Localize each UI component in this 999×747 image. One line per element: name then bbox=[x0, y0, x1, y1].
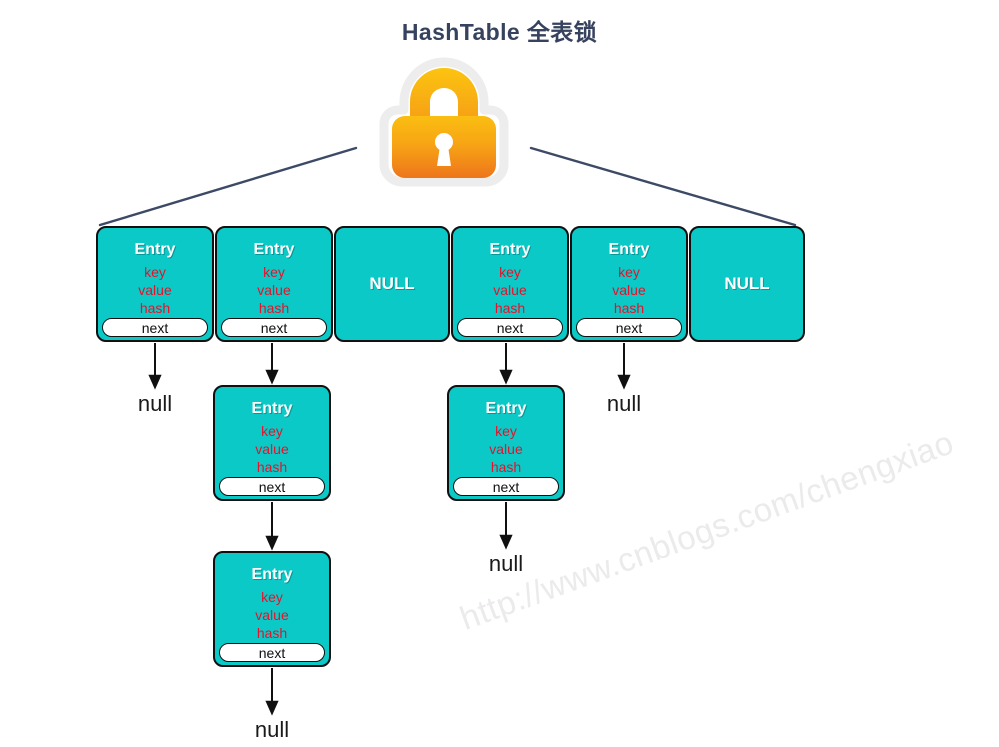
entry-title: Entry bbox=[251, 400, 293, 417]
next-pointer[interactable]: next bbox=[219, 477, 325, 496]
entry-field-hash: hash bbox=[490, 459, 522, 475]
lock-link-right bbox=[529, 146, 797, 227]
null-cell-label: NULL bbox=[724, 274, 770, 293]
entry-field-hash: hash bbox=[613, 300, 645, 316]
next-pointer[interactable]: next bbox=[219, 643, 325, 662]
bucket-cell-5[interactable]: NULL bbox=[689, 226, 805, 342]
entry-title: Entry bbox=[485, 400, 527, 417]
entry-title: Entry bbox=[489, 241, 531, 258]
bucket-cell-0[interactable]: Entry key value hash next bbox=[96, 226, 214, 342]
bucket-cell-3[interactable]: Entry key value hash next bbox=[451, 226, 569, 342]
entry-fields: key value hash bbox=[138, 263, 171, 317]
entry-fields: key value hash bbox=[257, 263, 290, 317]
entry-field-value: value bbox=[489, 441, 523, 457]
bucket-cell-4[interactable]: Entry key value hash next bbox=[570, 226, 688, 342]
bucket-array: Entry key value hash next Entry key valu… bbox=[96, 226, 805, 342]
null-terminator-b0: null bbox=[137, 391, 173, 416]
null-terminator-b1: null bbox=[254, 717, 290, 742]
next-pointer[interactable]: next bbox=[221, 318, 327, 337]
null-terminator-b4: null bbox=[606, 391, 642, 416]
entry-title: Entry bbox=[608, 241, 650, 258]
entry-field-value: value bbox=[493, 282, 527, 298]
entry-field-value: value bbox=[255, 607, 289, 623]
entry-fields: key value hash bbox=[255, 588, 288, 642]
entry-field-hash: hash bbox=[494, 300, 526, 316]
entry-field-hash: hash bbox=[256, 459, 288, 475]
lock-link-left bbox=[98, 146, 358, 227]
null-cell-label: NULL bbox=[369, 274, 415, 293]
entry-title: Entry bbox=[134, 241, 176, 258]
entry-field-value: value bbox=[255, 441, 289, 457]
entry-field-key: key bbox=[261, 423, 283, 439]
chain-node-b3-n1[interactable]: Entry key value hash next bbox=[447, 385, 565, 501]
next-pointer[interactable]: next bbox=[102, 318, 208, 337]
entry-field-value: value bbox=[257, 282, 291, 298]
next-pointer[interactable]: next bbox=[453, 477, 559, 496]
bucket-cell-1[interactable]: Entry key value hash next bbox=[215, 226, 333, 342]
entry-fields: key value hash bbox=[489, 422, 522, 476]
entry-fields: key value hash bbox=[612, 263, 645, 317]
entry-field-value: value bbox=[612, 282, 646, 298]
entry-title: Entry bbox=[253, 241, 295, 258]
next-pointer[interactable]: next bbox=[457, 318, 563, 337]
bucket-cell-2[interactable]: NULL bbox=[334, 226, 450, 342]
entry-field-key: key bbox=[618, 264, 640, 280]
entry-field-key: key bbox=[263, 264, 285, 280]
entry-fields: key value hash bbox=[255, 422, 288, 476]
next-pointer[interactable]: next bbox=[576, 318, 682, 337]
entry-field-key: key bbox=[499, 264, 521, 280]
entry-field-key: key bbox=[495, 423, 517, 439]
entry-field-hash: hash bbox=[258, 300, 290, 316]
entry-title: Entry bbox=[251, 566, 293, 583]
entry-field-key: key bbox=[144, 264, 166, 280]
chain-node-b1-n1[interactable]: Entry key value hash next bbox=[213, 385, 331, 501]
entry-field-value: value bbox=[138, 282, 172, 298]
null-terminator-b3: null bbox=[488, 551, 524, 576]
page-title: HashTable 全表锁 bbox=[401, 19, 598, 45]
entry-field-key: key bbox=[261, 589, 283, 605]
entry-fields: key value hash bbox=[493, 263, 526, 317]
chain-node-b1-n2[interactable]: Entry key value hash next bbox=[213, 551, 331, 667]
entry-field-hash: hash bbox=[139, 300, 171, 316]
entry-field-hash: hash bbox=[256, 625, 288, 641]
padlock-icon bbox=[374, 52, 514, 192]
